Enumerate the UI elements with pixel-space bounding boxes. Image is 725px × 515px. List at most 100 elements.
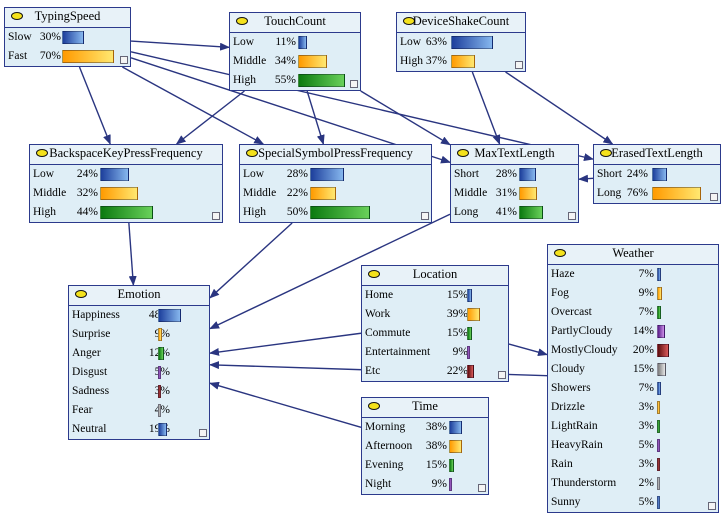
probability-bar — [449, 440, 462, 453]
node-emotion[interactable]: EmotionHappiness48%Surprise9%Anger12%Dis… — [68, 285, 210, 440]
edge-touchcount-to-backspacekeypressfrequency — [175, 90, 245, 145]
probability-bar — [467, 365, 475, 378]
resize-handle-icon[interactable] — [478, 484, 486, 492]
resize-handle-icon[interactable] — [568, 212, 576, 220]
probability-bar — [298, 36, 308, 49]
node-header[interactable]: BackspaceKeyPressFrequency — [30, 145, 222, 165]
edge-backspacekeypressfrequency-to-emotion — [128, 222, 137, 286]
node-header[interactable]: SpecialSymbolPressFrequency — [240, 145, 431, 165]
resize-handle-icon[interactable] — [212, 212, 220, 220]
resize-handle-icon[interactable] — [710, 193, 718, 201]
node-header[interactable]: Emotion — [69, 286, 209, 306]
resize-handle-icon[interactable] — [120, 56, 128, 64]
node-header[interactable]: TouchCount — [230, 13, 360, 33]
node-header[interactable]: Weather — [548, 245, 718, 265]
resize-handle-icon[interactable] — [708, 502, 716, 510]
state-row[interactable]: Anger12% — [69, 344, 209, 363]
node-status-oval-icon — [236, 17, 248, 25]
probability-bar — [100, 187, 139, 200]
probability-bar — [657, 344, 669, 357]
state-name: Low — [400, 36, 422, 48]
state-name: Surprise — [72, 328, 111, 340]
probability-bar — [100, 168, 129, 181]
node-header[interactable]: Location — [362, 266, 508, 286]
probability-bar — [657, 306, 662, 319]
state-percent: 12% — [144, 347, 170, 359]
node-header[interactable]: DeviceShakeCount — [397, 13, 525, 33]
resize-handle-icon[interactable] — [421, 212, 429, 220]
state-percent: 44% — [76, 206, 98, 218]
resize-handle-icon[interactable] — [498, 371, 506, 379]
node-header[interactable]: ErasedTextLength — [594, 145, 720, 165]
resize-handle-icon[interactable] — [350, 80, 358, 88]
state-row[interactable]: Neutral19% — [69, 420, 209, 439]
state-name: Afternoon — [365, 440, 413, 452]
edge-touchcount-to-specialsymbolpressfrequency — [306, 90, 325, 145]
state-row[interactable]: Happiness48% — [69, 306, 209, 325]
resize-handle-icon[interactable] — [515, 61, 523, 69]
edge-erasedtextlength-to-maxtextlength — [578, 174, 594, 183]
node-header[interactable]: TypingSpeed — [5, 8, 130, 28]
resize-handle-icon[interactable] — [199, 429, 207, 437]
probability-bar — [467, 346, 471, 359]
node-header[interactable]: MaxTextLength — [451, 145, 578, 165]
state-name: Middle — [33, 187, 67, 199]
node-header[interactable]: Time — [362, 398, 488, 418]
state-percent: 5% — [638, 496, 654, 508]
